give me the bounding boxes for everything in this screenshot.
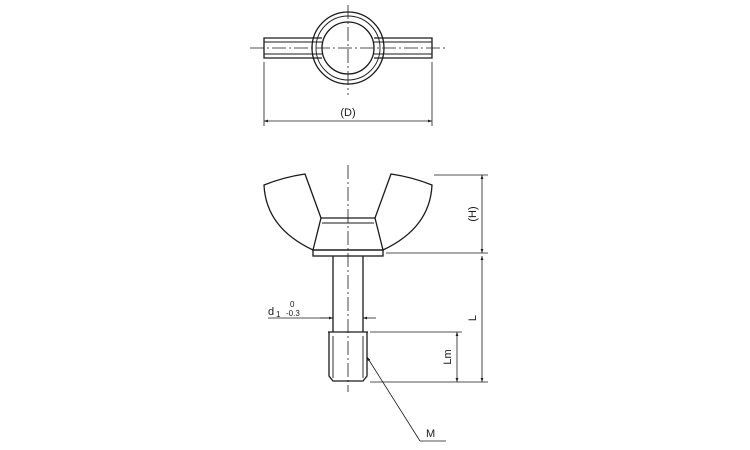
d-label: (D) bbox=[340, 107, 355, 119]
m-leader-diagonal bbox=[366, 356, 421, 442]
lm-label: Lm bbox=[442, 349, 454, 364]
d1-subscript: 1 bbox=[276, 310, 281, 319]
top-right-wing bbox=[374, 37, 433, 59]
h-label: (H) bbox=[467, 206, 479, 221]
front-left-wing bbox=[263, 173, 322, 251]
front-collar bbox=[312, 249, 384, 257]
l-label: L bbox=[467, 315, 479, 321]
d1-tolerance-lower: -0.3 bbox=[286, 309, 300, 318]
m-label: M bbox=[426, 428, 435, 440]
dimension-d: (D) bbox=[263, 62, 433, 126]
dimension-l: L bbox=[370, 256, 488, 383]
dimension-lm: Lm bbox=[370, 331, 462, 382]
top-hub-outer bbox=[311, 11, 385, 85]
top-hub-inner bbox=[321, 21, 375, 75]
thread-callout: M bbox=[366, 356, 446, 442]
front-thread bbox=[328, 332, 368, 382]
d1-symbol: d bbox=[268, 306, 274, 318]
d1-tolerance-upper: 0 bbox=[290, 300, 295, 309]
top-hub-mid bbox=[315, 15, 381, 81]
d1-symbol-letter: d bbox=[268, 306, 274, 318]
front-thread-root bbox=[332, 336, 364, 378]
front-view bbox=[263, 165, 433, 392]
front-right-wing bbox=[374, 173, 433, 251]
top-view bbox=[250, 5, 446, 95]
dimension-d1: d 1 0 -0.3 bbox=[268, 300, 376, 320]
top-left-wing bbox=[263, 37, 322, 59]
dimension-h: (H) bbox=[386, 174, 488, 254]
